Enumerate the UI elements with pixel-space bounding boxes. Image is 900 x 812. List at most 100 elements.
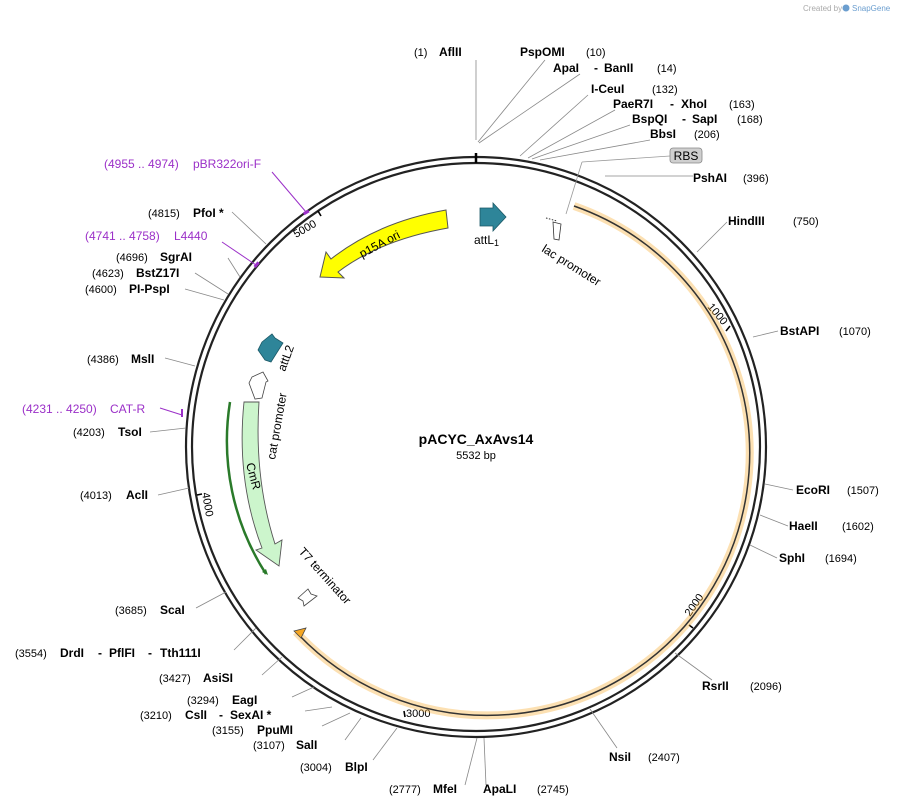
primer-cat-r-name: CAT-R bbox=[110, 402, 145, 416]
plasmid-name: pACYC_AxAvs14 bbox=[419, 431, 534, 447]
rbs-leader bbox=[565, 161, 583, 215]
leader-eagi bbox=[291, 686, 315, 698]
site-paer7i[interactable]: PaeR7I - XhoI (163) bbox=[613, 97, 755, 111]
primer-pbr322ori-f[interactable]: (4955 .. 4974) pBR322ori-F bbox=[104, 157, 261, 171]
site-mfei-pos: (2777) bbox=[389, 784, 421, 796]
cat-promoter-label: cat promoter bbox=[264, 392, 289, 461]
site-sgrai[interactable]: (4696) SgrAI bbox=[116, 250, 192, 264]
site-apai[interactable]: ApaI - BanII (14) bbox=[553, 61, 677, 75]
leader-pspomi bbox=[477, 59, 546, 143]
tick-4000-mark bbox=[196, 493, 203, 496]
site-msli[interactable]: (4386) MslI bbox=[87, 352, 154, 366]
site-drdi[interactable]: (3554) DrdI - PflFI - Tth111I bbox=[15, 646, 201, 660]
rbs-leader-2 bbox=[581, 155, 671, 163]
orf-feature bbox=[293, 202, 754, 720]
site-bspqi-name: BspQI bbox=[632, 112, 667, 126]
site-ppumi[interactable]: (3155) PpuMI bbox=[212, 723, 293, 737]
site-drdi-pos: (3554) bbox=[15, 648, 47, 660]
site-paer7i-name: PaeR7I bbox=[613, 97, 653, 111]
site-bstapi[interactable]: BstAPI (1070) bbox=[780, 324, 871, 338]
leader-cat-r bbox=[159, 407, 183, 416]
site-pfoi[interactable]: (4815) PfoI * bbox=[148, 206, 224, 220]
site-pipspi[interactable]: (4600) PI-PspI bbox=[85, 282, 170, 296]
site-sphi-name: SphI bbox=[779, 551, 805, 565]
leader-csli bbox=[304, 706, 333, 712]
site-leaders bbox=[149, 59, 794, 786]
site-drdi-name: DrdI bbox=[60, 646, 84, 660]
site-blpi[interactable]: (3004) BlpI bbox=[300, 760, 368, 774]
tick-3000: 3000 bbox=[406, 708, 430, 720]
leader-acli bbox=[157, 487, 190, 496]
site-bstz17i[interactable]: (4623) BstZ17I bbox=[92, 266, 179, 280]
plasmid-backbone bbox=[184, 153, 768, 739]
site-haeii[interactable]: HaeII (1602) bbox=[789, 519, 874, 533]
attl1-label-base: attL bbox=[474, 233, 494, 247]
leader-bstz17i bbox=[194, 272, 229, 295]
site-sali-pos: (3107) bbox=[253, 740, 285, 752]
leader-pbr322ori-f bbox=[271, 171, 307, 213]
site-eagi[interactable]: (3294) EagI bbox=[187, 693, 257, 707]
site-pspomi-name: PspOMI bbox=[520, 45, 565, 59]
cmr-feature: CmR bbox=[225, 401, 283, 575]
site-sali[interactable]: (3107) SalI bbox=[253, 738, 317, 752]
site-ecori[interactable]: EcoRI (1507) bbox=[796, 483, 879, 497]
primer-l4440-name: L4440 bbox=[174, 229, 208, 243]
site-aflii-name: AflII bbox=[439, 45, 462, 59]
site-sali-name: SalI bbox=[296, 738, 317, 752]
site-pipspi-name: PI-PspI bbox=[129, 282, 170, 296]
site-hindiii-pos: (750) bbox=[793, 216, 819, 228]
credit-brand: SnapGene bbox=[852, 4, 891, 13]
site-bbsi-name: BbsI bbox=[650, 127, 676, 141]
site-aflii-pos: (1) bbox=[414, 47, 427, 59]
site-csli-sep: - bbox=[219, 708, 223, 722]
site-apali[interactable]: ApaLI (2745) bbox=[483, 782, 569, 796]
tick-3000-mark bbox=[403, 710, 406, 718]
leader-blpi bbox=[372, 727, 398, 761]
site-asisi[interactable]: (3427) AsiSI bbox=[159, 671, 233, 685]
site-pshai[interactable]: PshAI (396) bbox=[693, 171, 769, 185]
attl2-arrow bbox=[257, 333, 284, 363]
attl1-feature: attL1 bbox=[474, 201, 507, 248]
tick-5000-mark bbox=[317, 210, 322, 217]
site-asisi-name: AsiSI bbox=[203, 671, 233, 685]
site-sphi[interactable]: SphI (1694) bbox=[779, 551, 857, 565]
site-bspqi[interactable]: BspQI - SapI (168) bbox=[632, 112, 763, 126]
site-msli-name: MslI bbox=[131, 352, 154, 366]
leader-ppumi bbox=[321, 712, 351, 727]
rbs-label: RBS bbox=[674, 149, 699, 163]
primer-l4440[interactable]: (4741 .. 4758) L4440 bbox=[85, 229, 208, 243]
site-bbsi[interactable]: BbsI (206) bbox=[650, 127, 720, 141]
primer-cat-r[interactable]: (4231 .. 4250) CAT-R bbox=[22, 402, 145, 416]
site-tsoi[interactable]: (4203) TsoI bbox=[73, 425, 142, 439]
plasmid-title-block: pACYC_AxAvs14 5532 bp bbox=[419, 431, 534, 462]
site-apai-sep: - bbox=[594, 61, 598, 75]
leader-bbsi bbox=[539, 139, 651, 161]
leader-rsrii bbox=[674, 652, 713, 681]
site-csli[interactable]: (3210) CslI - SexAI * bbox=[140, 708, 272, 722]
t7-terminator-feature: T7 terminator bbox=[296, 545, 354, 607]
cmr-arrow bbox=[241, 401, 283, 567]
site-hindiii[interactable]: HindIII (750) bbox=[728, 214, 819, 228]
site-scai[interactable]: (3685) ScaI bbox=[115, 603, 185, 617]
tick-4000: 4000 bbox=[199, 491, 215, 517]
site-acli-name: AclI bbox=[126, 488, 148, 502]
site-pspomi[interactable]: PspOMI (10) bbox=[520, 45, 606, 59]
site-aflii[interactable]: (1) AflII bbox=[414, 45, 462, 59]
site-iceui-pos: (132) bbox=[652, 84, 678, 96]
site-iceui[interactable]: I-CeuI (132) bbox=[591, 82, 678, 96]
site-acli[interactable]: (4013) AclI bbox=[80, 488, 148, 502]
leader-haeii bbox=[759, 514, 789, 527]
site-iceui-name: I-CeuI bbox=[591, 82, 624, 96]
t7-terminator-arrow bbox=[297, 588, 318, 607]
leader-ecori bbox=[764, 483, 794, 491]
primer-leaders bbox=[159, 171, 310, 417]
site-rsrii[interactable]: RsrII (2096) bbox=[702, 679, 782, 693]
orf-arrowhead bbox=[293, 627, 307, 639]
site-mfei[interactable]: (2777) MfeI bbox=[389, 782, 457, 796]
site-blpi-pos: (3004) bbox=[300, 762, 332, 774]
site-scai-name: ScaI bbox=[160, 603, 185, 617]
site-pspomi-pos: (10) bbox=[586, 47, 606, 59]
site-nsii[interactable]: NsiI (2407) bbox=[609, 750, 680, 764]
site-bspqi-sep: - bbox=[682, 112, 686, 126]
